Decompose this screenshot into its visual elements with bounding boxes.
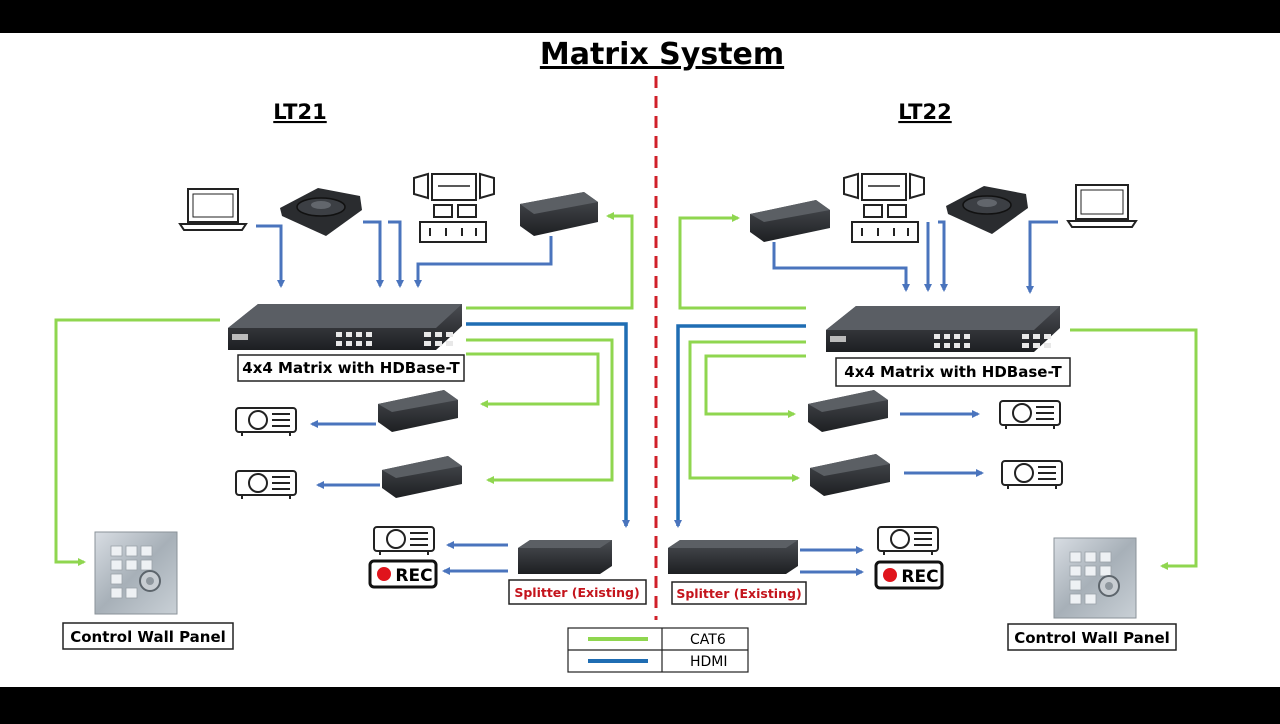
wall-panel-label-box-left (62, 622, 234, 650)
splitter-label-left: Splitter (Existing) (514, 585, 639, 600)
matrix-label-left: 4x4 Matrix with HDBase-T (242, 359, 460, 377)
hdbaset-receiver-left-2 (382, 456, 462, 498)
projector-icon (235, 470, 297, 499)
splitter-label-right: Splitter (Existing) (676, 586, 801, 601)
hdmi-splitter-left (518, 540, 612, 574)
audio-console-icon (413, 172, 495, 243)
matrix-switcher-right (826, 306, 1060, 352)
room-label-right: LT22 (898, 100, 951, 124)
legend-label-cat6: CAT6 (690, 632, 726, 648)
projector-icon (373, 526, 435, 555)
conference-phone-icon (946, 186, 1028, 234)
conference-phone-icon (280, 188, 362, 236)
recorder-icon: REC (368, 559, 438, 589)
connections-right (674, 214, 1198, 576)
hdbaset-receiver-right-2 (810, 454, 890, 496)
legend: CAT6 HDMI (567, 627, 749, 673)
matrix-label-right: 4x4 Matrix with HDBase-T (844, 363, 1062, 381)
control-wall-panel-right (1053, 537, 1137, 619)
laptop-icon (1066, 184, 1138, 228)
room-label-left: LT21 (273, 100, 326, 124)
wall-panel-label-box-right (1007, 623, 1177, 651)
splitter-label-box-right (671, 581, 807, 605)
hdbaset-receiver-right-1 (808, 390, 888, 432)
rec-label-left: REC (395, 566, 432, 586)
hdbaset-receiver-left-1 (378, 390, 458, 432)
projector-icon (999, 400, 1061, 429)
matrix-label-box-left (237, 354, 465, 382)
rec-label-right: REC (901, 567, 938, 587)
connections-left (54, 212, 634, 575)
projector-icon (877, 526, 939, 555)
matrix-label-box-right (835, 357, 1071, 387)
legend-label-hdmi: HDMI (690, 654, 728, 670)
hdbaset-receiver-top-left (520, 192, 598, 236)
hdbaset-transmitter-top-right (750, 200, 830, 242)
recorder-icon: REC (874, 560, 944, 590)
matrix-switcher-left (228, 304, 462, 350)
splitter-label-box-left (508, 579, 647, 605)
control-wall-panel-left (94, 531, 178, 615)
audio-console-icon (843, 172, 925, 243)
wall-panel-label-left: Control Wall Panel (70, 628, 226, 646)
hdmi-splitter-right (668, 540, 798, 574)
wall-panel-label-right: Control Wall Panel (1014, 629, 1170, 647)
laptop-icon (178, 188, 248, 231)
projector-icon (1001, 460, 1063, 489)
diagram-title: Matrix System (540, 37, 784, 72)
projector-icon (235, 407, 297, 436)
